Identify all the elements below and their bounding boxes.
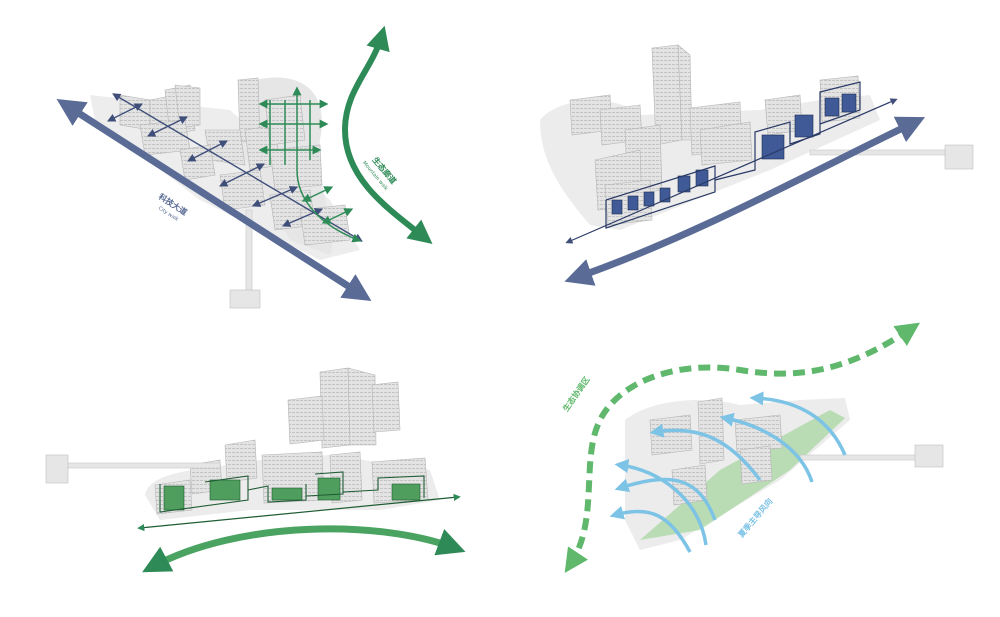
wind-arrows bbox=[609, 391, 847, 553]
main-axis-label: 科技大道 City walk bbox=[157, 191, 189, 223]
small-building bbox=[914, 444, 944, 468]
green-axis-arrow bbox=[142, 525, 466, 573]
thin-axis-arrow bbox=[137, 493, 461, 532]
small-building bbox=[45, 454, 69, 484]
bridge bbox=[799, 454, 921, 461]
small-building bbox=[944, 144, 974, 170]
panel-bottom-left bbox=[45, 367, 466, 573]
main-axis-arrow bbox=[564, 116, 926, 286]
bridge bbox=[59, 462, 221, 469]
eco-zone-dashed-arrow bbox=[564, 322, 920, 573]
bridge bbox=[809, 149, 951, 156]
small-building bbox=[229, 289, 261, 309]
panel-top-right bbox=[540, 44, 974, 286]
eco-zone-label: 生态协调区 bbox=[560, 375, 591, 414]
panel-top-left: 生态廊道 Mountain walk 科技大道 City walk bbox=[56, 25, 433, 309]
green-corridor-arrow bbox=[341, 25, 433, 244]
green-flow-arrows bbox=[258, 86, 362, 243]
panel-bottom-right: 生态协调区 夏季主导风向 bbox=[560, 322, 944, 573]
